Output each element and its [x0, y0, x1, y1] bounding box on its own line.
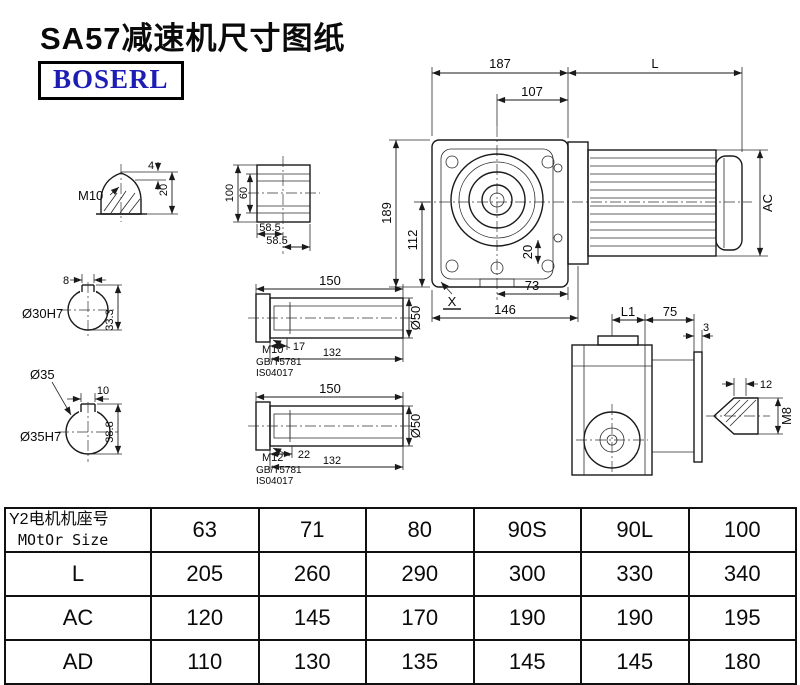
dim-112: 112 — [405, 230, 420, 251]
ac-value-5: 195 — [687, 595, 797, 641]
table-row-ad: AD 110 130 135 145 145 180 — [4, 639, 797, 685]
dim-132-shaft1: 132 — [323, 347, 341, 359]
ad-value-0: 110 — [150, 639, 260, 685]
size-80: 80 — [365, 507, 475, 553]
dim-12: 12 — [760, 379, 772, 391]
motor-size-table: Y2电机机座号 MOtOr Size 63 71 80 90S 90L 100 … — [4, 507, 797, 685]
dim-58-5-upper: 58.5 — [259, 222, 280, 234]
main-assembly-view: 187 L 107 189 112 20 73 146 X AC — [379, 56, 775, 322]
dim-8-key: 8 — [63, 275, 69, 287]
table-row-ac: AC 120 145 170 190 190 195 — [4, 595, 797, 641]
ac-value-4: 190 — [580, 595, 690, 641]
table-row-l: L 205 260 290 300 330 340 — [4, 551, 797, 597]
dim-17: 17 — [293, 341, 305, 353]
output-boss-circle — [450, 153, 544, 247]
label-std2-shaft1: IS04017 — [256, 368, 294, 379]
bore-30-section-view: 8 Ø30H7 33.3 — [22, 274, 122, 338]
dim-33-3: 33.3 — [104, 309, 116, 330]
dim-4: 4 — [148, 160, 154, 172]
l-value-0: 205 — [150, 551, 260, 597]
dim-187: 187 — [489, 56, 511, 71]
hollow-shaft-detail-1: 150 Ø50 M10 GB/T5781 IS04017 17 132 — [248, 273, 423, 379]
motor-size-label-en: MOtOr Size — [18, 531, 109, 549]
plug-detail-view: M10 4 20 — [78, 160, 178, 222]
l-value-5: 340 — [687, 551, 797, 597]
boserl-logo-box: BOSERL — [38, 61, 184, 100]
label-m10-plug: M10 — [78, 188, 103, 203]
table-header-row: Y2电机机座号 MOtOr Size 63 71 80 90S 90L 100 — [4, 507, 797, 553]
l-value-1: 260 — [257, 551, 367, 597]
dim-75: 75 — [663, 304, 677, 319]
boserl-logo-text: BOSERL — [53, 64, 169, 94]
ac-value-2: 170 — [365, 595, 475, 641]
row-ad-label: AD — [4, 639, 152, 685]
dim-73: 73 — [525, 278, 539, 293]
mounting-plate — [693, 351, 703, 463]
label-std1-shaft2: GB/T5781 — [256, 465, 302, 476]
dim-dia50-shaft1: Ø50 — [408, 306, 423, 331]
ac-value-0: 120 — [150, 595, 260, 641]
dim-150-shaft1: 150 — [319, 273, 341, 288]
size-90s: 90S — [472, 507, 582, 553]
side-output-bore — [583, 411, 641, 469]
motor-size-header-cell: Y2电机机座号 MOtOr Size — [4, 507, 152, 553]
page-title: SA57减速机尺寸图纸 — [40, 21, 346, 56]
dim-l: L — [651, 56, 658, 71]
hub-outline — [256, 164, 311, 223]
label-std2-shaft2: IS04017 — [256, 476, 294, 487]
dim-146: 146 — [494, 302, 516, 317]
technical-drawing: 187 L 107 189 112 20 73 146 X AC — [20, 56, 794, 487]
size-71: 71 — [257, 507, 367, 553]
dim-60: 60 — [238, 187, 250, 199]
dim-m8: M8 — [779, 407, 794, 425]
fan-cover — [715, 155, 743, 251]
dim-38-8: 38.8 — [104, 421, 116, 442]
ac-value-3: 190 — [472, 595, 582, 641]
ad-value-4: 145 — [580, 639, 690, 685]
dim-10-key: 10 — [97, 385, 109, 397]
thread-pin-detail: 12 M8 — [706, 378, 794, 435]
dim-3: 3 — [703, 322, 709, 334]
motor-size-label-cn: Y2电机机座号 — [9, 511, 109, 528]
size-100: 100 — [687, 507, 797, 553]
dim-dia50-shaft2: Ø50 — [408, 414, 423, 439]
label-x: X — [448, 294, 457, 309]
dim-22: 22 — [298, 449, 310, 461]
ad-value-3: 145 — [472, 639, 582, 685]
dim-189: 189 — [379, 202, 394, 224]
label-dia30h7: Ø30H7 — [22, 306, 63, 321]
dim-107: 107 — [521, 84, 543, 99]
dim-20-plug: 20 — [158, 184, 170, 196]
dim-58-5-lower: 58.5 — [266, 235, 287, 247]
ad-value-5: 180 — [687, 639, 797, 685]
dim-132-shaft2: 132 — [323, 455, 341, 467]
dim-100: 100 — [224, 184, 236, 202]
label-dia35h7: Ø35H7 — [20, 429, 61, 444]
l-value-2: 290 — [365, 551, 475, 597]
size-63: 63 — [150, 507, 260, 553]
flange-detail-view: 100 60 58.5 58.5 — [224, 156, 320, 254]
dim-l1: L1 — [621, 304, 635, 319]
ac-value-1: 145 — [257, 595, 367, 641]
l-value-4: 330 — [580, 551, 690, 597]
motor-flange — [567, 141, 589, 265]
dim-20-main: 20 — [520, 245, 535, 259]
hollow-shaft-detail-2: 150 Ø50 M12 GB/T5781 IS04017 22 132 — [248, 381, 423, 487]
label-std1-shaft1: GB/T5781 — [256, 357, 302, 368]
side-view: L1 75 3 — [571, 304, 713, 476]
row-l-label: L — [4, 551, 152, 597]
bore-35-section-view: 10 Ø35 Ø35H7 38.8 — [20, 367, 122, 462]
size-90l: 90L — [580, 507, 690, 553]
label-dia35: Ø35 — [30, 367, 55, 382]
dim-ac: AC — [760, 194, 775, 212]
ad-value-2: 135 — [365, 639, 475, 685]
l-value-3: 300 — [472, 551, 582, 597]
dim-150-shaft2: 150 — [319, 381, 341, 396]
ad-value-1: 130 — [257, 639, 367, 685]
row-ac-label: AC — [4, 595, 152, 641]
